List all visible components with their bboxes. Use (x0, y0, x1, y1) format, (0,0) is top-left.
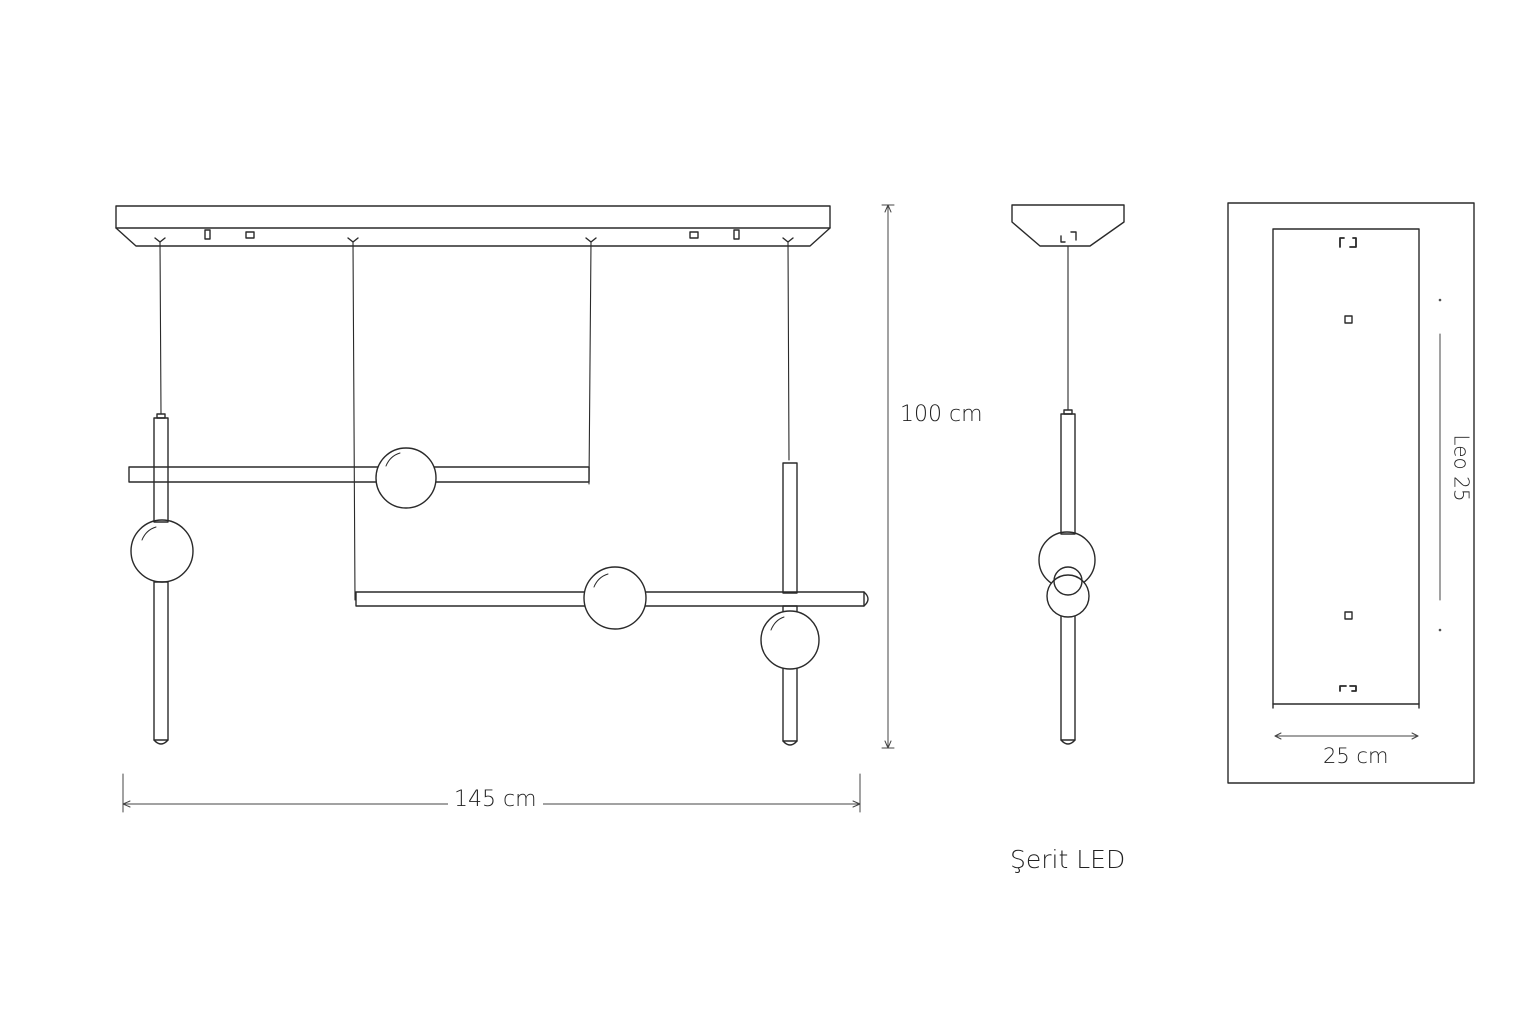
canopy-screw (733, 229, 740, 240)
canopy-screw (204, 229, 211, 240)
cable-anchor (154, 237, 166, 243)
top-view (1227, 202, 1475, 784)
mounting-hole (1344, 611, 1353, 620)
canopy-screw (245, 231, 255, 239)
side-view (1011, 204, 1125, 745)
left-vertical-tube (130, 413, 194, 745)
cable-anchor (585, 237, 597, 243)
canopy-width-label: 25 cm (1323, 744, 1389, 768)
globe-light-back (1053, 566, 1083, 596)
canopy-width-dimension (1274, 732, 1419, 740)
front-canopy (115, 205, 831, 247)
cable-anchor (347, 237, 359, 243)
height-dimension (881, 204, 895, 749)
mounting-hole (1344, 315, 1353, 324)
caption-label: Şerit LED (1010, 845, 1126, 874)
side-vertical-tube (1038, 409, 1096, 745)
lower-horizontal-bar (355, 566, 869, 630)
width-dimension-label: 145 cm (448, 789, 543, 811)
canopy-length-dimension (1438, 298, 1442, 632)
globe-light (583, 566, 647, 630)
canopy-screw (689, 231, 699, 239)
globe-light (375, 447, 437, 509)
upper-horizontal-bar (128, 447, 590, 509)
globe-light (1046, 574, 1090, 618)
right-vertical-tube (760, 462, 820, 746)
mounting-bracket (1339, 237, 1357, 248)
mounting-bracket (1339, 685, 1357, 692)
canopy-length-label: Leo 25 (1449, 434, 1474, 502)
top-canopy-plate (1272, 228, 1420, 709)
globe-light (130, 519, 194, 583)
height-dimension-label: 100 cm (900, 402, 983, 427)
side-canopy (1011, 204, 1125, 247)
top-view-frame (1227, 202, 1475, 784)
front-view (115, 204, 895, 813)
suspension-cables (159, 241, 790, 601)
globe-light (760, 610, 820, 670)
cable-anchor (782, 237, 794, 243)
